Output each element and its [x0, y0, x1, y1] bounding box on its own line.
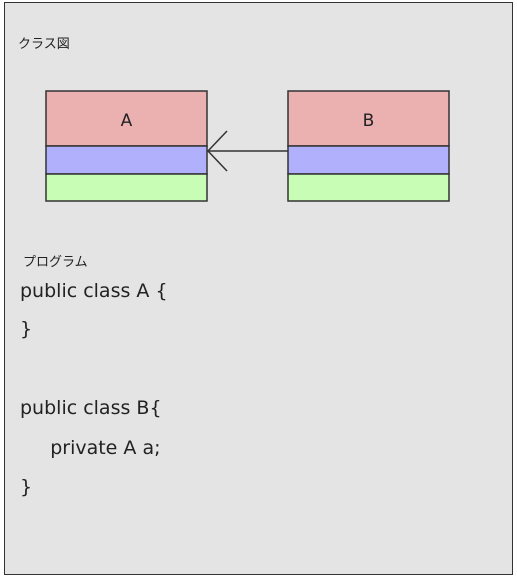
code-line: public class B{ [20, 397, 162, 419]
open-arrowhead-icon [206, 130, 228, 172]
class-diagram: A B [45, 90, 450, 202]
code-line: private A a; [20, 437, 161, 459]
class-a-methods-compartment [45, 173, 208, 202]
code-line: } [20, 318, 33, 340]
class-diagram-title: クラス図 [18, 37, 70, 52]
class-a-label: A [121, 111, 133, 131]
class-b-label: B [363, 111, 375, 131]
class-a-attributes-compartment [45, 145, 208, 175]
class-a: A [45, 90, 208, 202]
class-b: B [287, 90, 450, 202]
association-arrow [206, 130, 288, 172]
code-line: } [20, 476, 33, 498]
class-a-name-compartment [45, 90, 208, 147]
class-b-methods-compartment [287, 173, 450, 202]
canvas-panel: クラス図 A B プログラム public class A { } public… [4, 2, 513, 575]
class-b-attributes-compartment [287, 145, 450, 175]
program-title: プログラム [23, 255, 88, 270]
code-line: public class A { [20, 280, 168, 302]
